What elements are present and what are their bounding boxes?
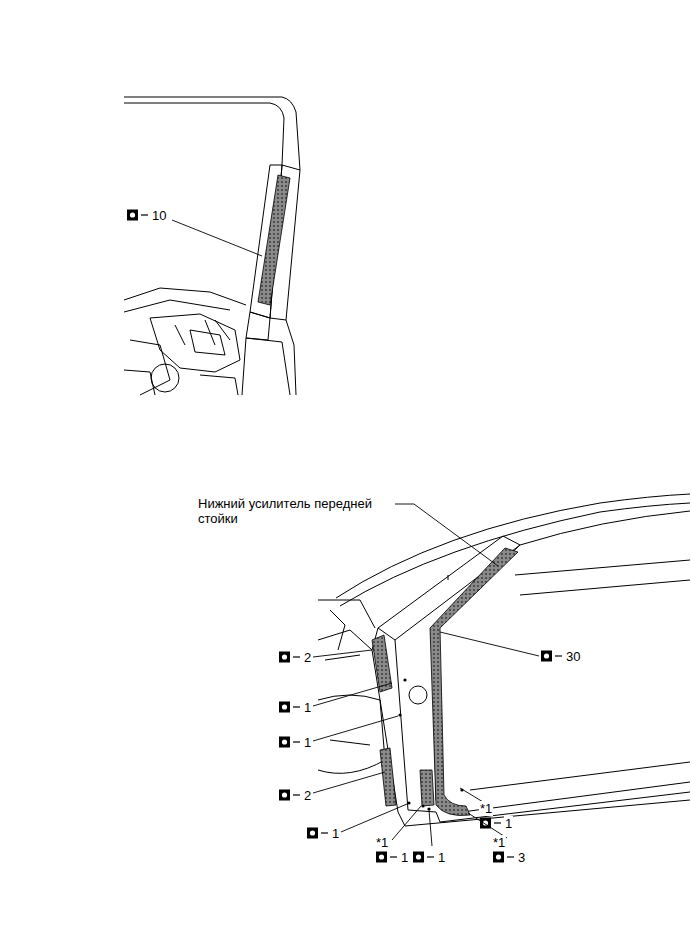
weld-symbol-dot: [379, 854, 384, 859]
weld-symbol: [279, 702, 290, 713]
weld-symbol: [279, 652, 290, 663]
note-mark: *1: [479, 801, 493, 816]
leader-line: [392, 806, 421, 840]
callout-dash: [555, 655, 562, 656]
leader-line: [313, 650, 372, 657]
weld-symbol: [493, 852, 504, 863]
weld-symbol-dot: [282, 654, 287, 659]
note-mark: *1: [375, 835, 389, 850]
weld-symbol-dot: [416, 854, 421, 859]
leader-line: [440, 632, 539, 656]
callout-number: 2: [303, 788, 312, 803]
weld-symbol: [279, 790, 290, 801]
callout-dash: [141, 214, 148, 215]
callout-number: 1: [504, 816, 513, 831]
callout-dash: [321, 832, 328, 833]
callout-number: 1: [331, 826, 340, 841]
note-mark: *1: [492, 835, 506, 850]
callout-number: 1: [400, 850, 409, 865]
leader-line: [313, 683, 392, 706]
callout-dash: [507, 856, 514, 857]
callout-number: 2: [303, 650, 312, 665]
weld-symbol-dot: [496, 854, 501, 859]
weld-callout-symbols: [127, 210, 562, 863]
callout-number: 3: [517, 850, 526, 865]
callout-number: 1: [303, 700, 312, 715]
callout-number: 10: [151, 208, 167, 223]
leader-line: [313, 772, 385, 793]
weld-symbol: [413, 852, 424, 863]
callout-dash: [293, 706, 300, 707]
callout-dash: [390, 856, 397, 857]
weld-symbol: [376, 852, 387, 863]
callout-dash: [293, 794, 300, 795]
callout-dash: [494, 822, 501, 823]
leader-line: [172, 220, 262, 256]
weld-symbol: [127, 210, 138, 221]
weld-symbol-dot: [282, 704, 287, 709]
leader-line: [313, 716, 398, 741]
callout-dash: [293, 656, 300, 657]
leader-line: [341, 804, 407, 832]
weld-symbol-dot: [310, 830, 315, 835]
callout-number: 30: [565, 649, 581, 664]
callout-dash: [427, 856, 434, 857]
weld-symbol: [307, 828, 318, 839]
callout-number: 1: [437, 850, 446, 865]
callout-number: 1: [303, 735, 312, 750]
part-name: Нижний усилитель передней стойки: [197, 496, 395, 526]
weld-symbol: [279, 737, 290, 748]
leader-line: [429, 810, 432, 846]
weld-symbol-dot: [282, 792, 287, 797]
weld-symbol-dot: [130, 212, 135, 217]
weld-symbol: [541, 651, 552, 662]
leader-line: [378, 504, 498, 566]
weld-symbol-dot: [544, 653, 549, 658]
weld-symbol-dot: [282, 739, 287, 744]
callout-dash: [293, 741, 300, 742]
